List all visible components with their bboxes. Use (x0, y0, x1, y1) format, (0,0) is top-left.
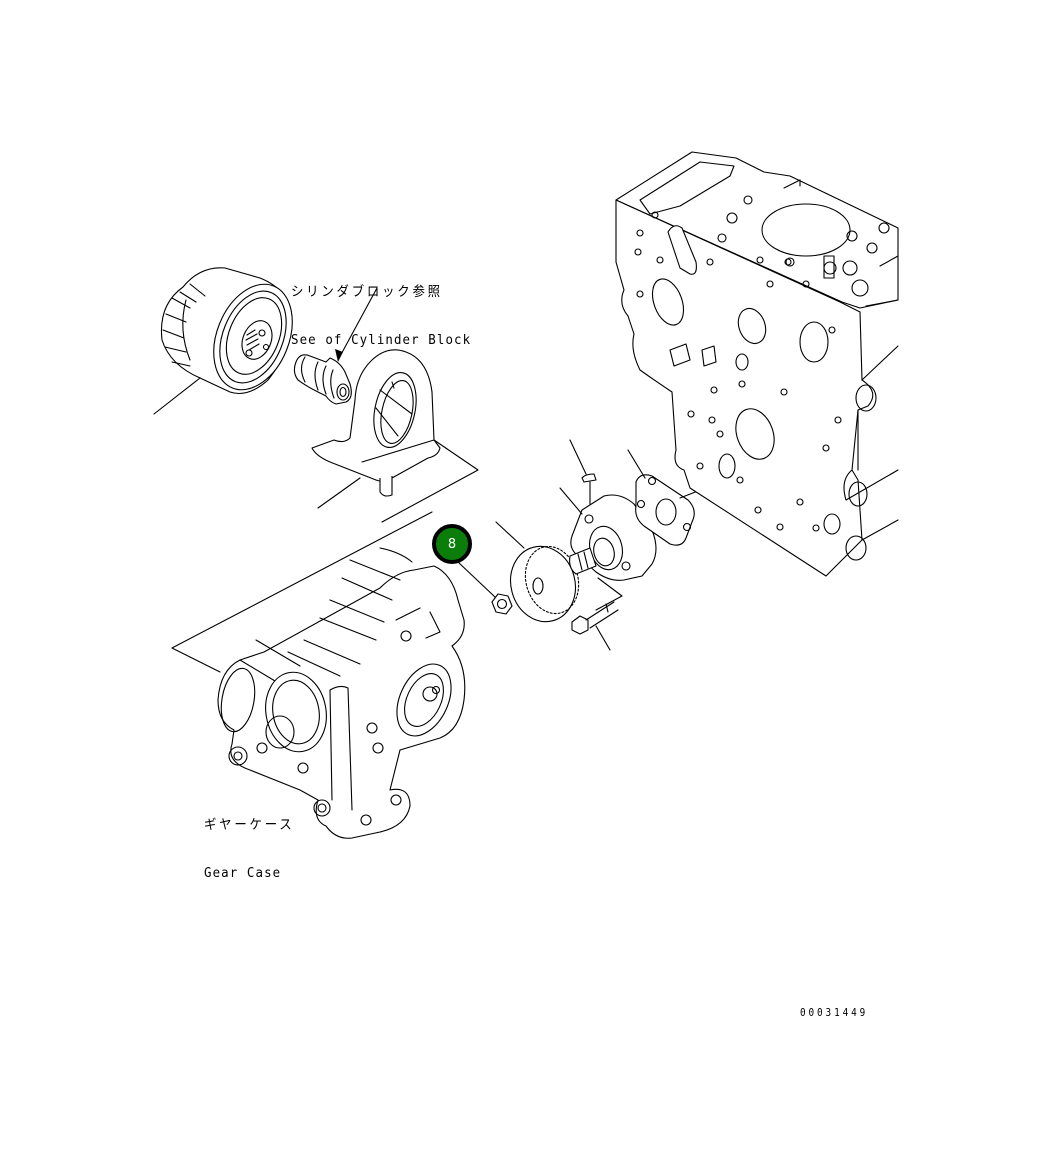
drawing-number: 00031449 (800, 1006, 869, 1019)
gear-case-label-en: Gear Case (204, 865, 282, 881)
cylinder-block[interactable] (616, 152, 898, 576)
gear-case[interactable] (172, 512, 465, 838)
pump-bolt[interactable] (572, 578, 622, 650)
filter-bracket[interactable] (312, 350, 478, 522)
cylinder-block-ref-leader (335, 288, 377, 362)
cylinder-block-reference-label: シリンダブロック参照 See of Cylinder Block (291, 252, 471, 380)
gasket[interactable] (628, 450, 726, 545)
callout-badge-8[interactable]: 8 (432, 524, 472, 564)
callout-number: 8 (447, 536, 457, 552)
gear-case-label-jp: ギヤーケース (204, 817, 295, 833)
cylinder-block-label-jp: シリンダブロック参照 (291, 284, 443, 300)
gear-case-label: ギヤーケース Gear Case (204, 785, 294, 913)
filter-nipple[interactable] (294, 355, 351, 404)
cylinder-block-label-en: See of Cylinder Block (291, 332, 472, 348)
nut[interactable] (458, 562, 512, 614)
oil-filter[interactable] (154, 268, 307, 414)
oil-pump[interactable] (560, 488, 656, 580)
